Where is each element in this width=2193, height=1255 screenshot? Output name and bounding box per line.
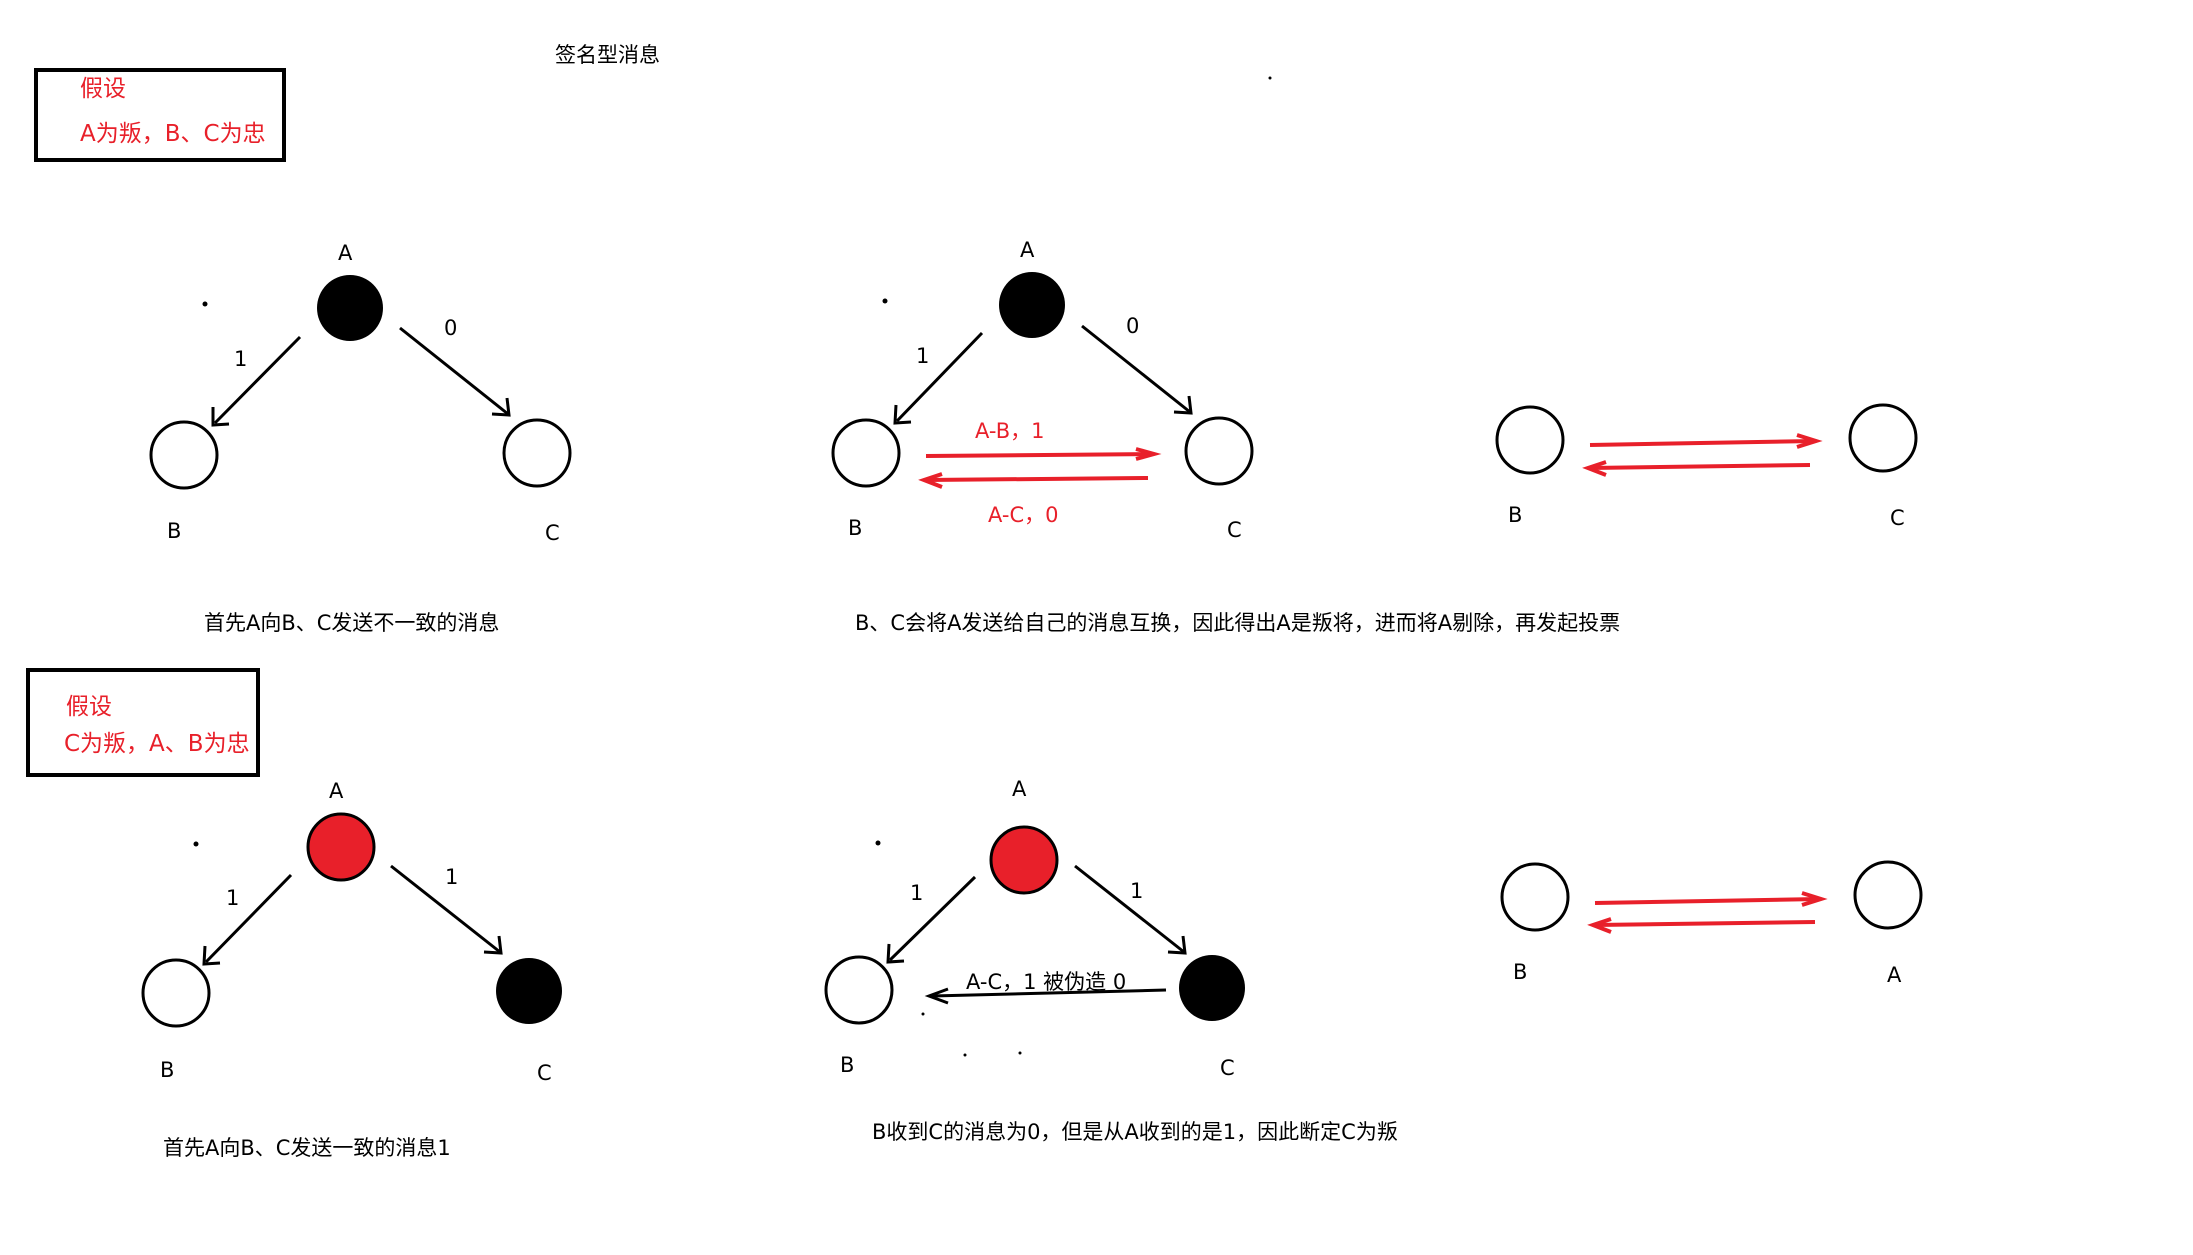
node-c-black — [496, 958, 562, 1024]
node-right-label: C — [1890, 506, 1905, 530]
stray-dot — [963, 1053, 967, 1057]
node-a-black — [999, 272, 1065, 338]
dot-mark — [875, 840, 881, 846]
node-b-label: B — [167, 519, 181, 543]
node-c-black — [1179, 955, 1245, 1021]
arrow-b-to-c-red — [925, 452, 1153, 458]
edge-ab-label: 1 — [910, 881, 923, 905]
node-left-label: B — [1508, 503, 1522, 527]
node-c-label: C — [1220, 1056, 1235, 1080]
dot-mark — [202, 301, 208, 307]
arrow-a-to-c — [1081, 324, 1191, 414]
node-a-label: A — [1012, 777, 1027, 801]
diagram-title: 签名型消息 — [555, 43, 660, 67]
edge-ab-label: 1 — [234, 347, 247, 371]
message-b-to-c: A-B，1 — [975, 419, 1045, 443]
node-left — [1495, 405, 1565, 475]
node-a-black — [317, 275, 383, 341]
edge-ac-label: 0 — [1126, 314, 1139, 338]
arrow-right-to-left-red — [1589, 463, 1811, 470]
assumption-heading: 假设 — [66, 694, 112, 720]
assumption-heading: 假设 — [80, 76, 126, 102]
arrow-a-to-b — [895, 331, 984, 423]
node-c — [502, 418, 572, 488]
caption: B收到C的消息为0，但是从A收到的是1，因此断定C为叛 — [872, 1120, 1398, 1144]
top-middle-diagram: A B C 1 0 A-B，1 A-C，0 B、C会将A发送给自己的消息互换，因… — [831, 238, 1620, 635]
edge-ab-label: 1 — [916, 344, 929, 368]
arrow-a-to-c — [399, 326, 509, 416]
node-b-label: B — [840, 1053, 854, 1077]
caption: B、C会将A发送给自己的消息互换，因此得出A是叛将，进而将A剔除，再发起投票 — [855, 611, 1620, 635]
node-a-label: A — [329, 779, 344, 803]
node-b-label: B — [160, 1058, 174, 1082]
node-a-label: A — [338, 241, 353, 265]
node-right-label: A — [1887, 963, 1902, 987]
arrow-left-to-right-red — [1589, 439, 1815, 447]
node-right — [1848, 403, 1918, 473]
node-left-label: B — [1513, 960, 1527, 984]
top-right-diagram: B C — [1495, 403, 1918, 530]
node-c-label: C — [1227, 518, 1242, 542]
arrow-right-to-left-red — [1594, 920, 1816, 927]
bottom-left-diagram: A B C 1 1 首先A向B、C发送一致的消息1 — [141, 779, 562, 1160]
bottom-middle-diagram: A B C 1 1 A-C，1 被伪造 0 B收到C的消息为0，但是从A收到的是… — [824, 777, 1398, 1144]
node-c-label: C — [537, 1061, 552, 1085]
node-left — [1500, 862, 1570, 932]
top-left-diagram: A B C 1 0 首先A向B、C发送不一致的消息 — [149, 241, 572, 635]
arrow-left-to-right-red — [1594, 897, 1820, 905]
arrow-a-to-c — [390, 864, 501, 954]
arrow-a-to-b — [204, 873, 293, 964]
caption: 首先A向B、C发送不一致的消息 — [204, 611, 499, 635]
stray-dot — [1018, 1051, 1022, 1055]
assumption-box-top: 假设 A为叛，B、C为忠 — [34, 68, 286, 162]
assumption-body: C为叛，A、B为忠 — [64, 731, 250, 757]
assumption-body: A为叛，B、C为忠 — [80, 121, 266, 147]
arrow-a-to-c — [1074, 864, 1185, 954]
dot-mark — [193, 841, 199, 847]
edge-ab-label: 1 — [226, 886, 239, 910]
node-b — [149, 420, 219, 490]
node-c — [1184, 416, 1254, 486]
bottom-right-diagram: B A — [1500, 860, 1923, 987]
stray-dot — [921, 1012, 925, 1016]
edge-ac-label: 0 — [444, 316, 457, 340]
node-b — [824, 955, 894, 1025]
node-b — [831, 418, 901, 488]
edge-ac-label: 1 — [1130, 879, 1143, 903]
node-a-red — [989, 825, 1059, 895]
dot-mark — [882, 298, 888, 304]
node-a-red — [306, 812, 376, 882]
arrow-a-to-b — [888, 875, 977, 962]
edge-ac-label: 1 — [445, 865, 458, 889]
node-right — [1853, 860, 1923, 930]
arrow-a-to-b — [213, 335, 302, 425]
message-c-to-b: A-C，1 被伪造 0 — [966, 970, 1126, 994]
node-b-label: B — [848, 516, 862, 540]
arrow-c-to-b — [931, 988, 1167, 998]
node-c-label: C — [545, 521, 560, 545]
assumption-box-bottom: 假设 C为叛，A、B为忠 — [26, 668, 260, 777]
stray-dot — [1268, 76, 1272, 80]
arrow-c-to-b-red — [925, 476, 1149, 482]
message-c-to-b: A-C，0 — [988, 503, 1059, 527]
node-a-label: A — [1020, 238, 1035, 262]
node-b — [141, 958, 211, 1028]
caption: 首先A向B、C发送一致的消息1 — [163, 1136, 451, 1160]
